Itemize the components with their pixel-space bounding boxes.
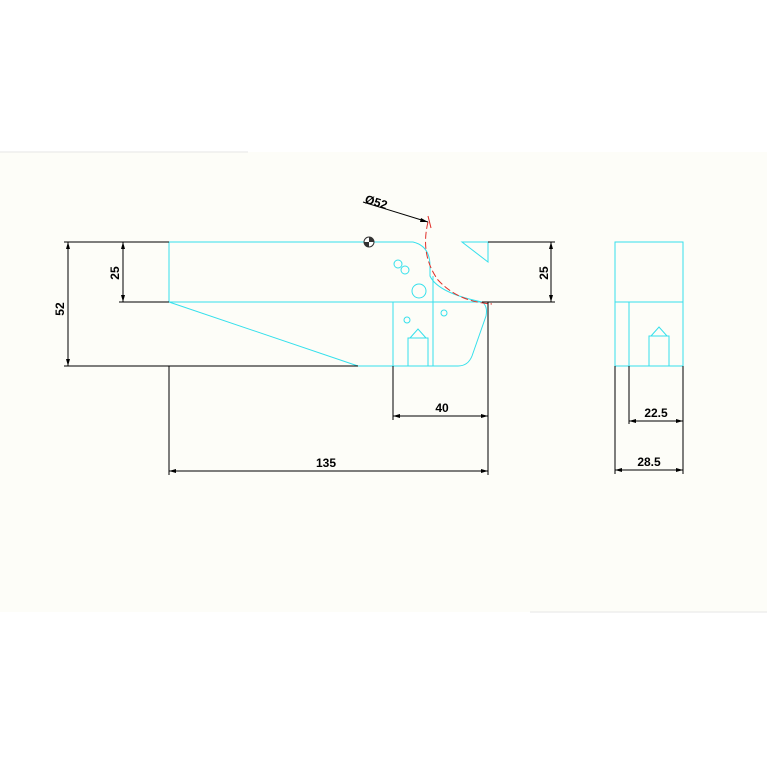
side-arrowheads (615, 419, 683, 472)
hole (440, 309, 448, 317)
taper-edge (168, 301, 359, 367)
leader-diameter (362, 201, 429, 223)
side-drill-point (650, 326, 668, 337)
upper-block-outline (168, 241, 483, 303)
dim-text-135: 135 (316, 456, 336, 470)
pocket (407, 337, 429, 367)
front-view (168, 241, 489, 367)
dim-text-25-left: 25 (108, 266, 122, 280)
drawing-sheet (0, 152, 767, 612)
jaw-notch (460, 241, 489, 264)
front-dimensions (64, 201, 555, 475)
side-view (614, 241, 684, 367)
center-mark-icon (363, 236, 375, 248)
arc-tick (427, 215, 432, 229)
hole-large (411, 283, 427, 299)
hole (393, 259, 403, 269)
side-pocket (648, 335, 670, 367)
side-dimensions (614, 366, 684, 474)
dim-text-40: 40 (435, 401, 449, 415)
dim-text-52: 52 (53, 302, 67, 316)
drill-point (409, 328, 427, 339)
lower-body-outline (392, 301, 487, 367)
hole (400, 265, 410, 275)
dim-text-22-5: 22.5 (644, 406, 668, 420)
arrowheads (66, 218, 553, 473)
dim-text-28-5: 28.5 (637, 455, 661, 469)
hole (403, 316, 411, 324)
construction-arc (425, 221, 493, 305)
dim-text-diameter: Ø52 (363, 192, 389, 212)
dim-text-25-right: 25 (537, 266, 551, 280)
